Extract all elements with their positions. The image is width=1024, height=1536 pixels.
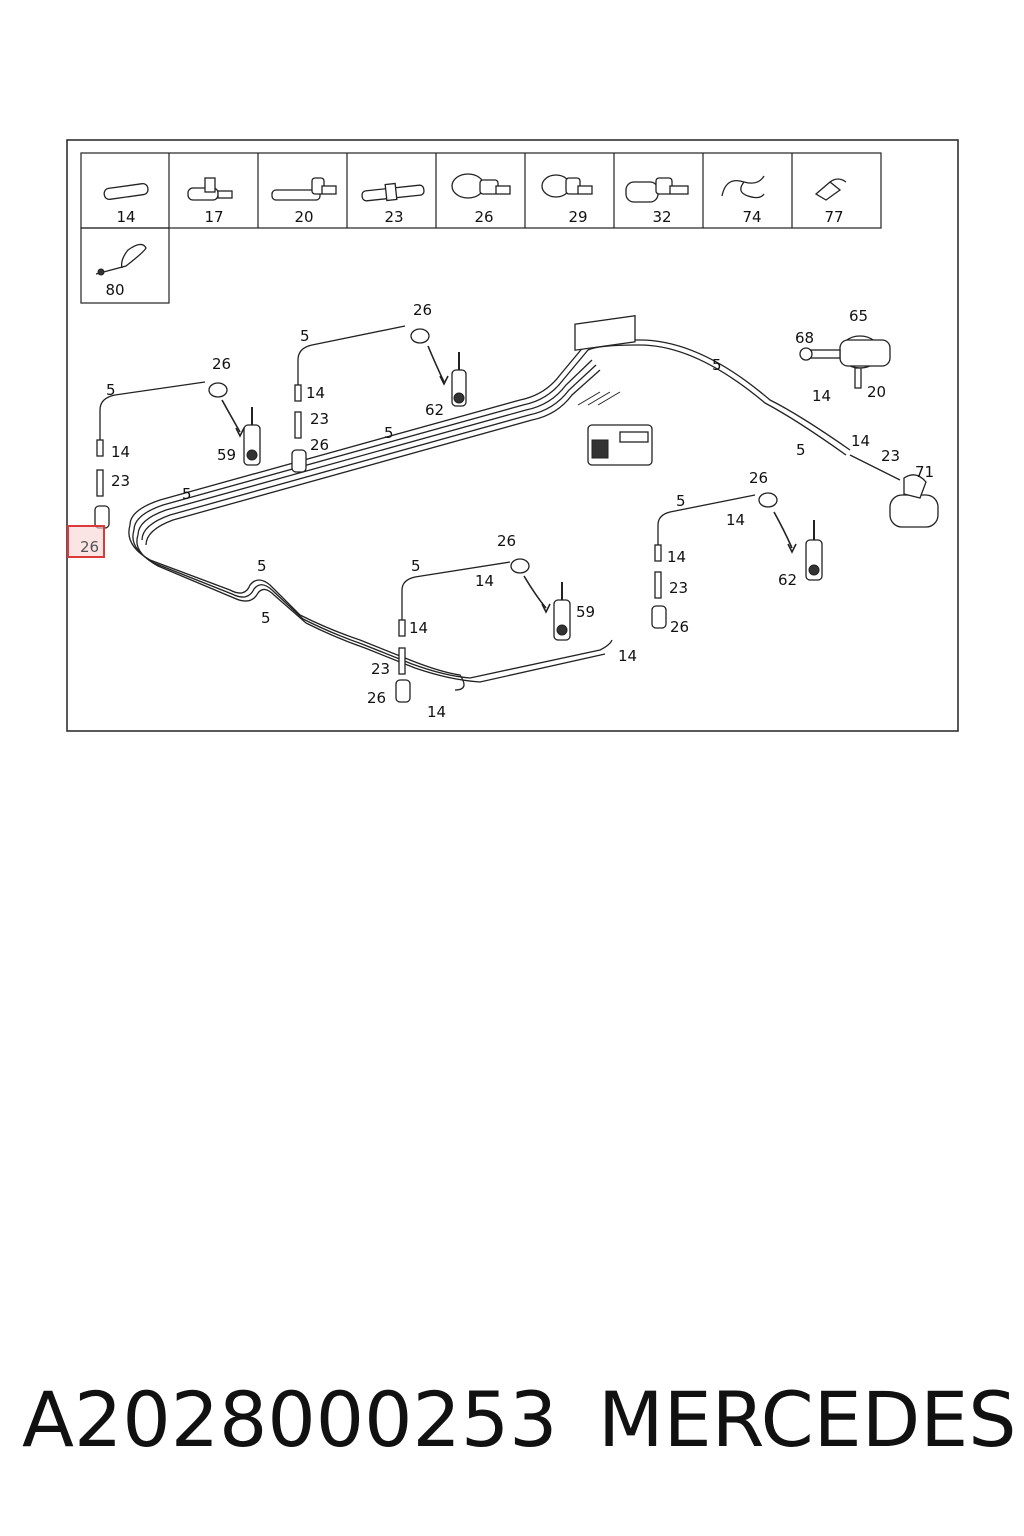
feeder-lines [96,325,756,675]
callout-14: 14 [111,443,130,461]
brand-name: MERCEDES [598,1375,1017,1464]
callout-5: 5 [106,381,116,399]
callout-23: 23 [371,660,390,678]
vacuum-pump [799,335,891,389]
callout-14: 14 [618,647,637,665]
callout-59: 59 [217,446,236,464]
legend-label-26: 26 [474,208,493,226]
straight-connector-icon [361,182,425,202]
actuator-62-right [805,520,823,581]
callout-5: 5 [712,356,722,374]
callout-26: 26 [497,532,516,550]
legend-label-77: 77 [824,208,843,226]
direction-arrows [221,345,797,614]
highlighted-part-label: 26 [80,538,99,556]
legend-label-80: 80 [105,281,124,299]
callout-14: 14 [409,619,428,637]
callout-5: 5 [411,557,421,575]
callout-5: 5 [300,327,310,345]
callout-59: 59 [576,603,595,621]
callout-26: 26 [749,469,768,487]
callout-14: 14 [427,703,446,721]
callout-5: 5 [384,424,394,442]
callout-26: 26 [670,618,689,636]
cable-tie-icon [95,243,147,276]
legend-label-14: 14 [116,208,135,226]
callout-14: 14 [475,572,494,590]
actuator-59-bottom [553,582,571,641]
callout-71: 71 [915,463,934,481]
callout-68: 68 [795,329,814,347]
callout-14: 14 [306,384,325,402]
callout-14: 14 [667,548,686,566]
callout-14: 14 [851,432,870,450]
callout-23: 23 [111,472,130,490]
part-number: A2028000253 [22,1375,558,1464]
legend-label-17: 17 [204,208,223,226]
callout-5: 5 [261,609,271,627]
callout-20: 20 [867,383,886,401]
legend-label-20: 20 [294,208,313,226]
central-locking-vacuum-diagram: 14 17 20 23 26 29 32 74 77 80 [66,139,959,732]
angle-connector-icon [271,177,337,201]
legend-label-32: 32 [652,208,671,226]
callout-23: 23 [310,410,329,428]
callout-23: 23 [881,447,900,465]
callout-5: 5 [796,441,806,459]
spring-clip-icon [814,178,847,201]
part-number-bar: A2028000253 MERCEDES [0,1365,1024,1475]
elbow-connector-icon [187,177,233,201]
legend-label-29: 29 [568,208,587,226]
callout-5: 5 [182,485,192,503]
plug-elbow-icon [625,177,689,203]
callout-26: 26 [413,301,432,319]
callout-26: 26 [367,689,386,707]
pressure-distributor-block [574,315,653,466]
callout-23: 23 [669,579,688,597]
highlighted-part-callout[interactable]: 26 [67,525,105,558]
actuator-59-left [243,407,261,466]
callout-26: 26 [212,355,231,373]
callout-62: 62 [778,571,797,589]
plug-connector-icon [541,174,593,198]
legend-grid [80,152,882,304]
callout-14: 14 [726,511,745,529]
actuator-62-top [451,352,467,407]
legend-label-74: 74 [742,208,761,226]
legend-label-23: 23 [384,208,403,226]
callout-65: 65 [849,307,868,325]
retaining-clip-icon [721,175,765,199]
elbow-plug-parts [94,328,778,703]
hose-sleeve-icon [103,182,149,201]
vacuum-reservoir [849,454,939,528]
callout-5: 5 [676,492,686,510]
diagram-frame [66,139,959,732]
elbow-plug-icon [451,173,511,199]
callout-14: 14 [812,387,831,405]
callout-26: 26 [310,436,329,454]
callout-62: 62 [425,401,444,419]
callout-5: 5 [257,557,267,575]
